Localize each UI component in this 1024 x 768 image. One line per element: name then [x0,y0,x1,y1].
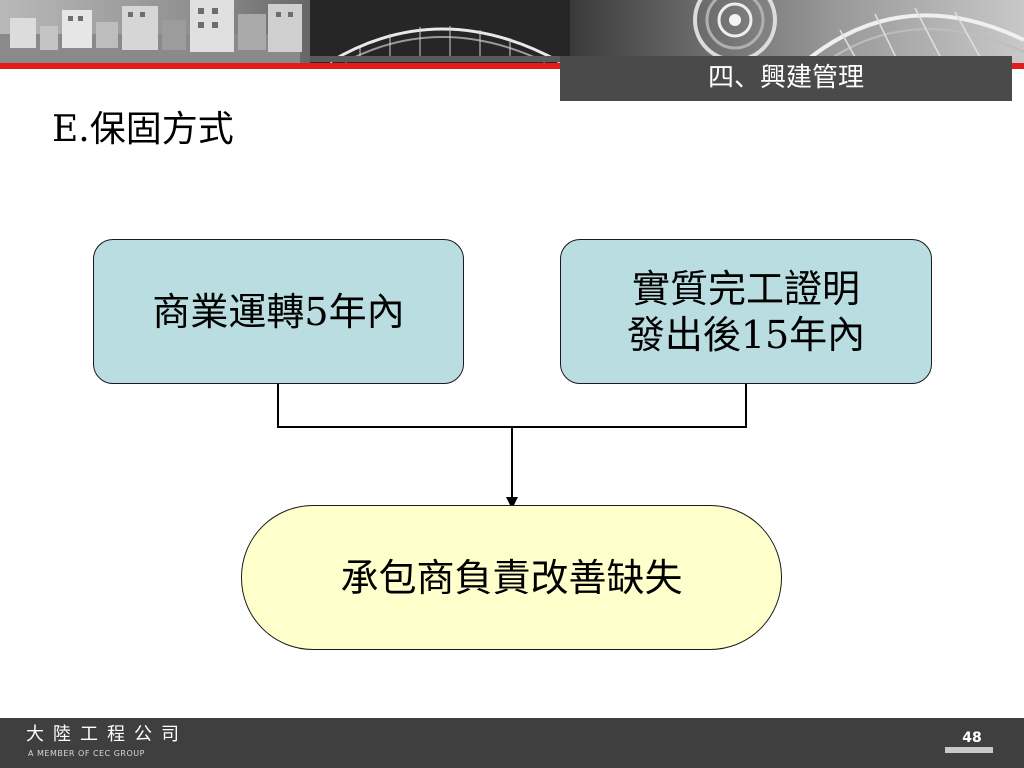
node-commercial-operation-label: 商業運轉5年內 [152,289,405,334]
node-completion-certificate-line2: 發出後15年內 [626,312,866,357]
page-number: 48 [962,730,982,746]
page-number-bar [945,747,993,753]
company-logo-tagline: A MEMBER OF CEC GROUP [28,749,145,758]
node-contractor-responsibility-label: 承包商負責改善缺失 [340,555,683,600]
node-completion-certificate-text: 實質完工證明 發出後15年內 [627,266,865,358]
node-contractor-responsibility: 承包商負責改善缺失 [241,505,782,650]
node-completion-certificate-line1: 實質完工證明 [631,266,860,311]
footer-bar: 大陸工程公司 A MEMBER OF CEC GROUP 48 [0,718,1024,768]
node-commercial-operation: 商業運轉5年內 [93,239,464,384]
header-accent-stripe [0,63,1024,69]
section-label: 四、興建管理 [560,56,1012,101]
slide-title: E.保固方式 [52,109,234,150]
company-logo-name: 大陸工程公司 [26,724,188,745]
header-photo-illustration [0,0,1024,66]
node-completion-certificate: 實質完工證明 發出後15年內 [560,239,932,384]
header-photo-banner [0,0,1024,66]
